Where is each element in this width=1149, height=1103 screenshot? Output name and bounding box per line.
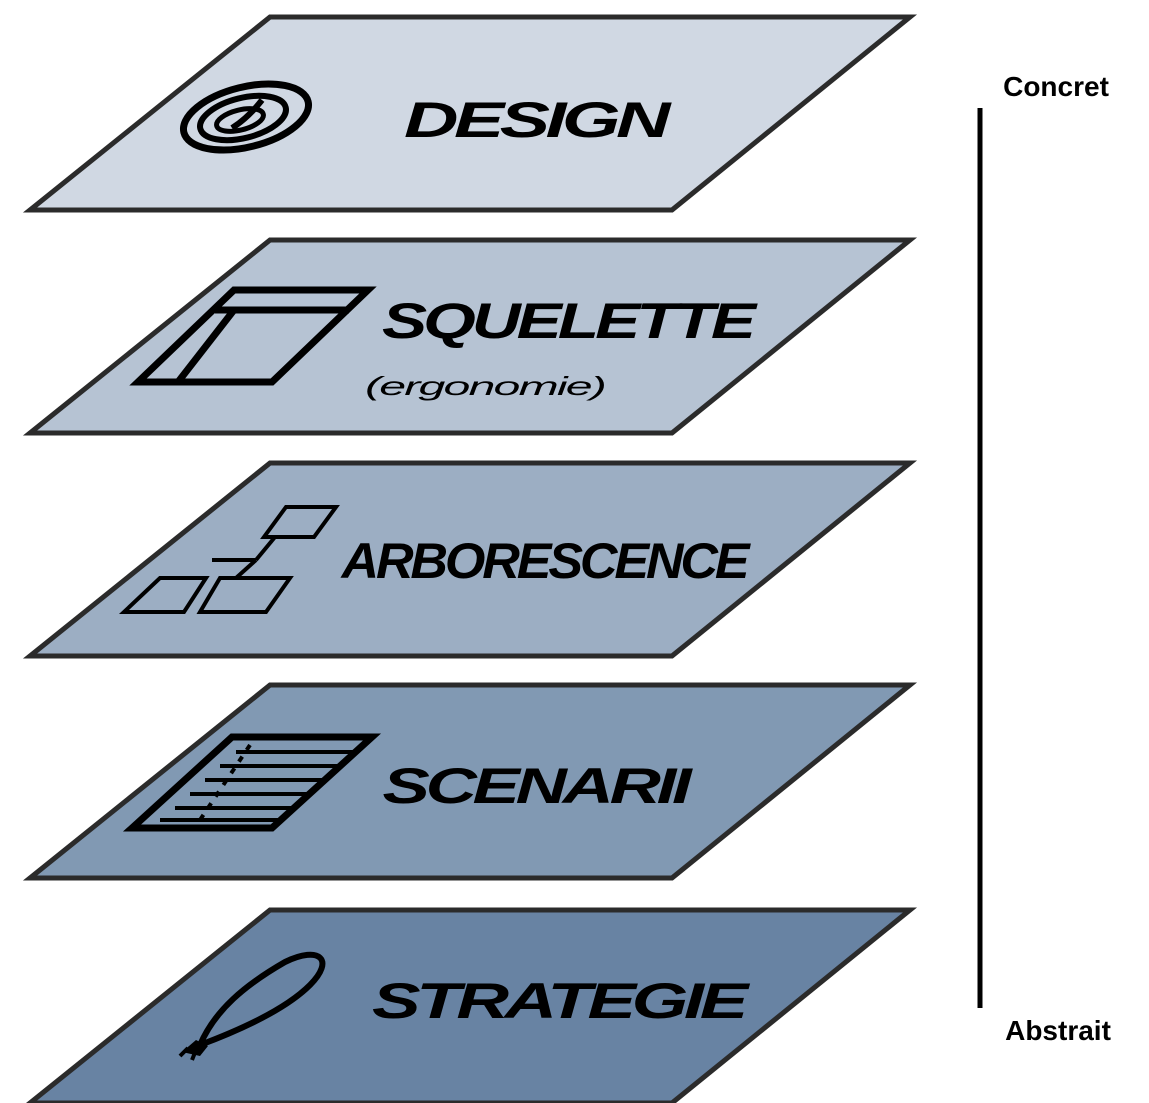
- layer-scenarii-title: SCENARII: [383, 758, 694, 814]
- layer-arborescence-title: ARBORESCENCE: [339, 533, 751, 589]
- layer-squelette: SQUELETTE (ergonomie): [22, 237, 918, 436]
- layer-squelette-subtitle: (ergonomie): [365, 371, 606, 401]
- loop-icon: [178, 951, 326, 1061]
- layer-strategie: STRATEGIE: [26, 907, 918, 1103]
- tree-icon: [118, 505, 340, 614]
- scale-bottom-label: Abstrait: [1005, 1015, 1111, 1046]
- layer-arborescence-plane: [22, 460, 918, 659]
- concreteness-scale: Concret Abstrait: [977, 71, 1111, 1046]
- wireframe-icon: [129, 286, 377, 386]
- scale-top-label: Concret: [1003, 71, 1109, 102]
- spiral-icon: [179, 80, 313, 154]
- layer-arborescence: ARBORESCENCE: [22, 460, 918, 659]
- layer-squelette-title: SQUELETTE: [382, 293, 758, 349]
- layer-design: DESIGN: [22, 14, 918, 213]
- document-lines-icon: [122, 733, 382, 832]
- layer-strategie-plane: [26, 907, 918, 1103]
- layer-scenarii: SCENARII: [22, 682, 918, 881]
- layer-design-title: DESIGN: [404, 92, 672, 148]
- layer-design-plane: [22, 14, 918, 213]
- layer-strategie-title: STRATEGIE: [372, 973, 751, 1029]
